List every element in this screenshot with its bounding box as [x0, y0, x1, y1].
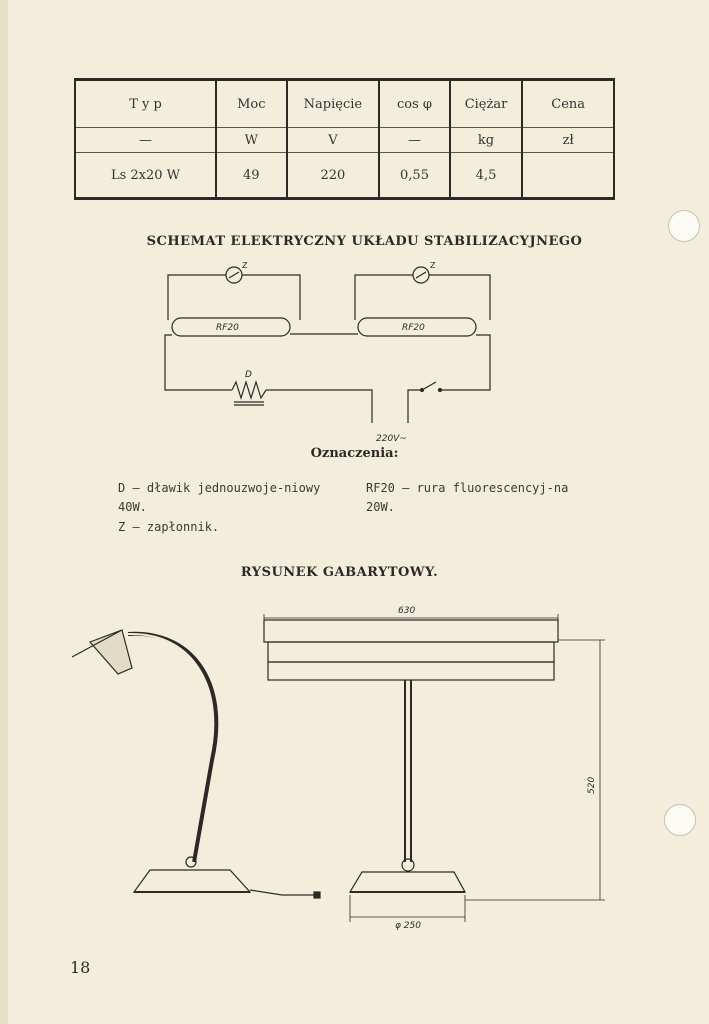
schematic-title: SCHEMAT ELEKTRYCZNY UKŁADU STABILIZACYJN… — [146, 234, 583, 249]
header-cell: Ciężar — [448, 79, 524, 128]
page-number: 18 — [70, 958, 91, 977]
value-cell: 49 — [215, 152, 288, 199]
tube-label: RF20 — [216, 323, 239, 333]
header-cell: Cena — [521, 79, 615, 128]
legend-title: Oznaczenia: — [310, 446, 399, 461]
punch-hole — [668, 210, 700, 242]
header-cell: Napięcie — [285, 79, 381, 128]
base-dimension-label: φ 250 — [395, 921, 421, 930]
unit-cell: — — [73, 127, 218, 153]
header-cell: Moc — [215, 79, 288, 128]
drawing-title: RYSUNEK GABARYTOWY. — [240, 565, 439, 580]
table-row: Ls 2x20 W 49 220 0,55 4,5 — [73, 152, 615, 199]
width-dimension-label: 630 — [398, 606, 415, 616]
unit-cell: — — [378, 127, 451, 153]
height-dimension-label: 520 — [587, 777, 597, 794]
punch-hole — [664, 804, 696, 836]
unit-cell: V — [285, 127, 381, 153]
header-cell: cos φ — [378, 79, 451, 128]
unit-cell: W — [215, 127, 288, 153]
header-cell: T y p — [73, 79, 218, 128]
legend-tube: RF20 — rura fluorescencyj-na 20W. — [366, 481, 569, 514]
specification-table: T y p Moc Napięcie cos φ Ciężar Cena — W… — [73, 78, 615, 200]
unit-cell: kg — [448, 127, 524, 153]
circuit-schematic: RF20 RF20 Z Z D 220V~ — [164, 261, 491, 444]
choke-label: D — [245, 370, 252, 380]
table-units-row: — W V — kg zł — [73, 127, 615, 153]
dimension-drawing: 630 520 φ 250 — [71, 606, 605, 930]
supply-label: 220V~ — [376, 434, 407, 444]
starter-label: Z — [430, 261, 436, 270]
table-header-row: T y p Moc Napięcie cos φ Ciężar Cena — [73, 79, 615, 128]
starter-label: Z — [242, 261, 248, 270]
value-cell: Ls 2x20 W — [73, 152, 218, 199]
legend-choke: D — dławik jednouzwoje-niowy 40W. — [118, 481, 321, 514]
value-cell: 0,55 — [378, 152, 451, 199]
value-cell — [521, 152, 615, 199]
tube-label: RF20 — [402, 323, 425, 333]
value-cell: 4,5 — [448, 152, 524, 199]
page-edge — [0, 0, 8, 1024]
unit-cell: zł — [521, 127, 615, 153]
legend-starter: Z — zapłonnik. — [118, 520, 220, 534]
value-cell: 220 — [285, 152, 381, 199]
